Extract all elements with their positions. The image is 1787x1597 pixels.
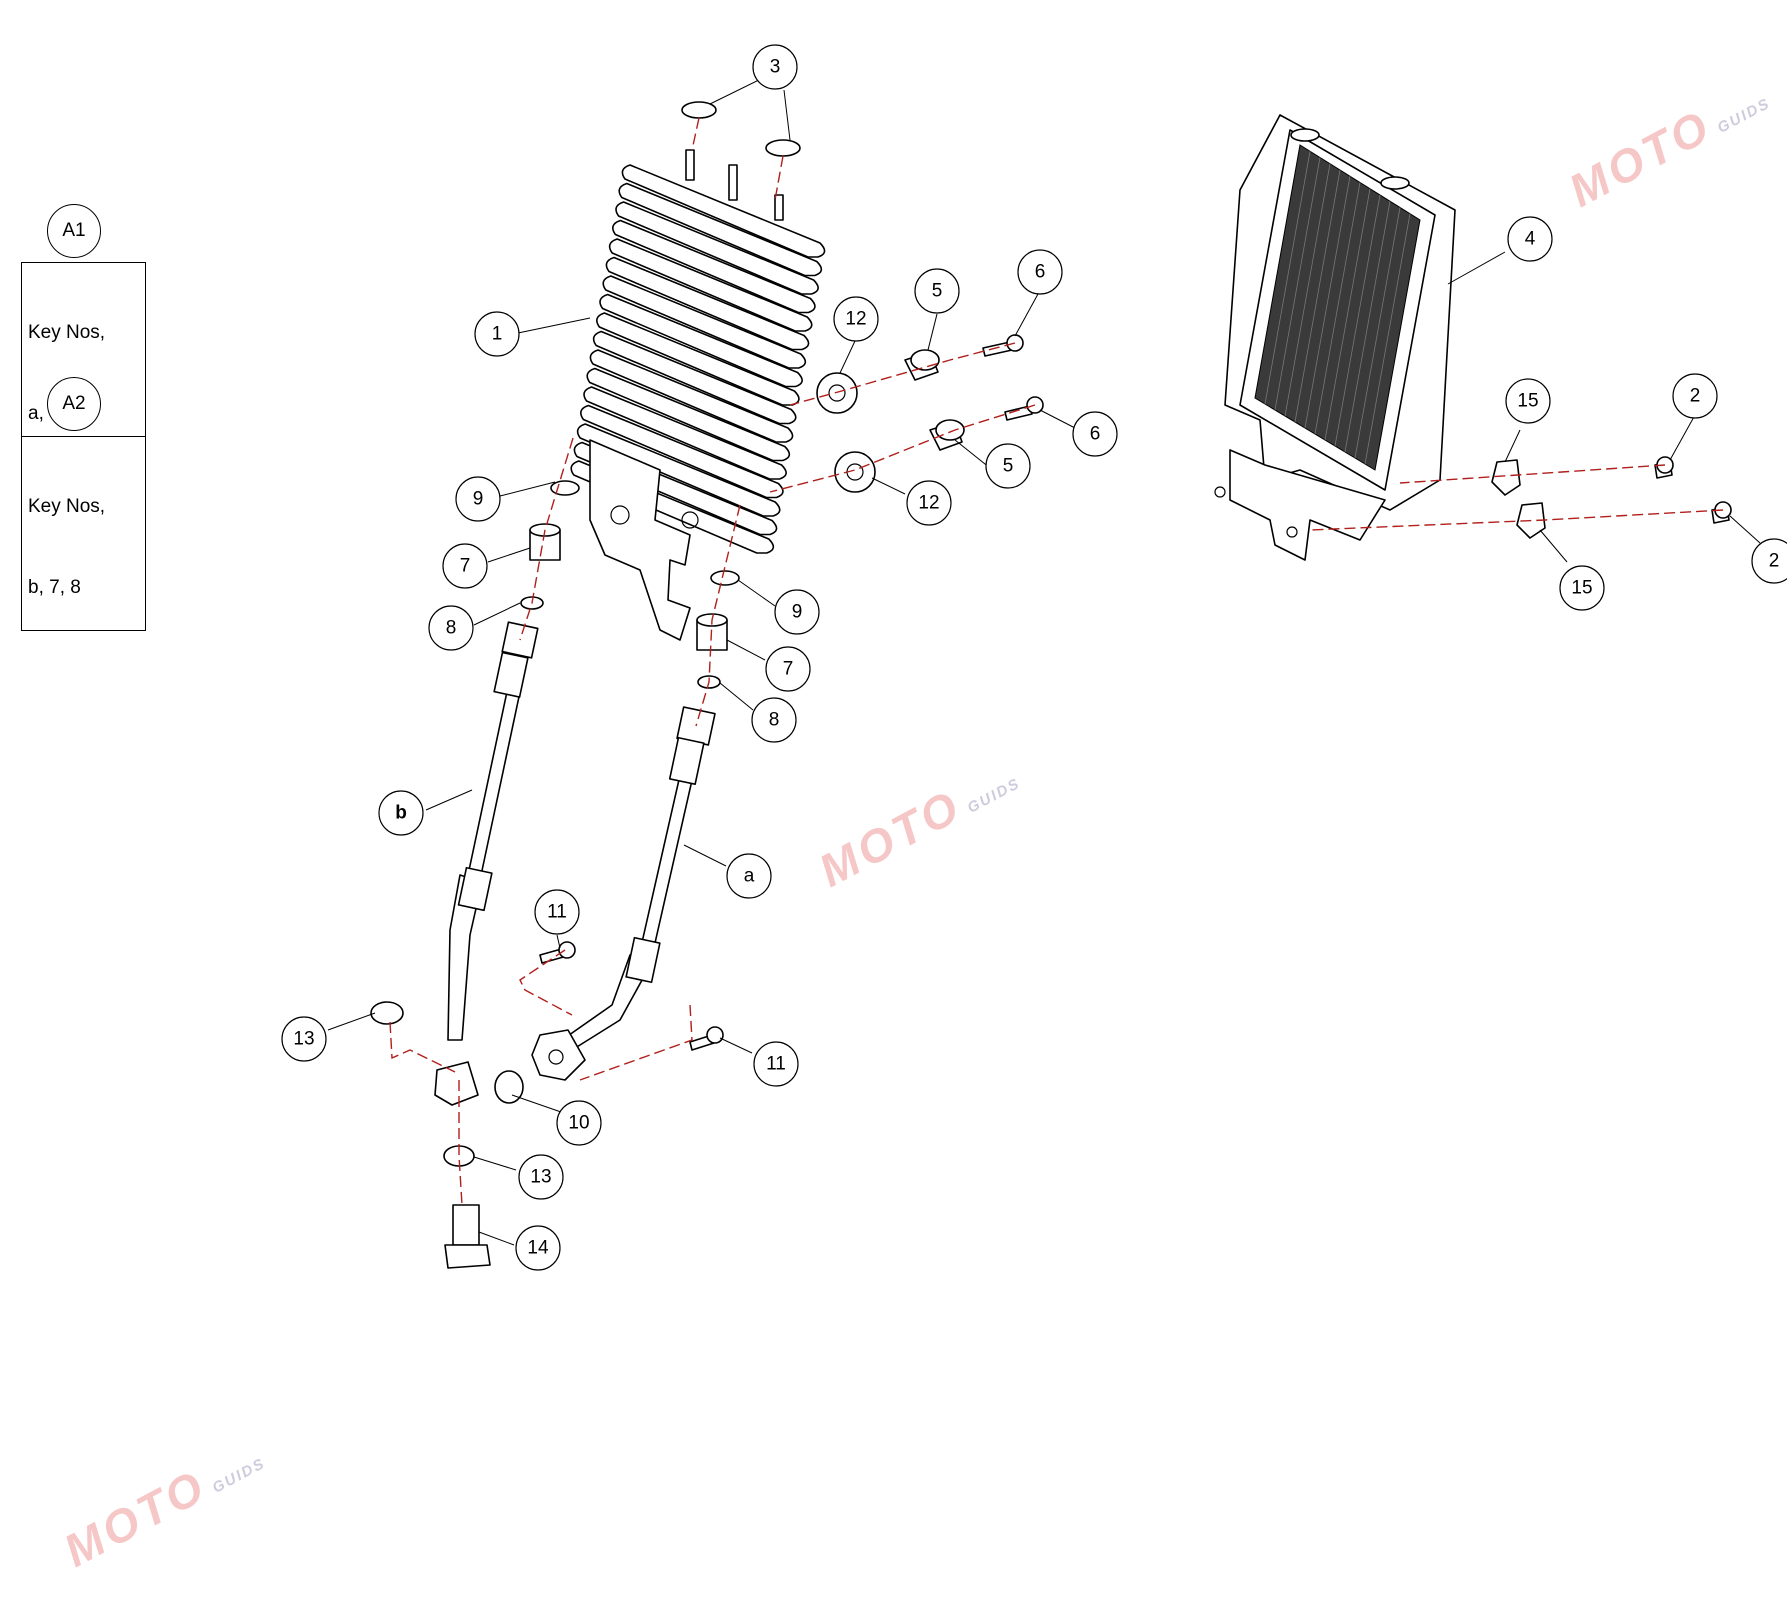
- cooler-fin: [605, 256, 810, 351]
- callout-6-bottom: 6: [1072, 411, 1118, 457]
- key-box-a2-line2: b, 7, 8: [28, 577, 81, 598]
- callout-5-top-label: 5: [932, 281, 943, 302]
- cooler-fin: [608, 238, 813, 332]
- oil-cooler: [570, 149, 826, 641]
- callout-15-top-label: 15: [1517, 391, 1538, 412]
- callout-6-top: 6: [1017, 249, 1063, 295]
- assembly-label-a1: A1: [47, 204, 101, 258]
- callout-13-left-label: 13: [293, 1029, 314, 1050]
- callout-9-left: 9: [455, 476, 501, 522]
- callout-7-left: 7: [442, 543, 488, 589]
- callout-14: 14: [515, 1225, 561, 1271]
- radiator-core-line: [1264, 151, 1311, 405]
- cooler-fin: [615, 201, 819, 295]
- callout-13-bottom: 13: [518, 1154, 564, 1200]
- callout-9-left-label: 9: [473, 489, 484, 510]
- key-box-a2-line1: Key Nos,: [28, 496, 106, 517]
- callout-15-top: 15: [1505, 378, 1551, 424]
- callout-7-left-label: 7: [460, 556, 471, 577]
- radiator-core-line: [1314, 182, 1361, 435]
- callout-11-top: 11: [534, 889, 580, 935]
- callouts: 1 3 4 5 5 6 6 12 12 9 9 7 7 8 8 b a 11 1…: [281, 44, 1787, 1271]
- callout-9-right-label: 9: [792, 602, 803, 623]
- leader-lines: [327, 75, 1761, 1246]
- cooler-fin: [612, 219, 816, 314]
- callout-13-left: 13: [281, 1016, 327, 1062]
- callout-3: 3: [752, 44, 798, 90]
- radiator-core-line: [1334, 194, 1381, 447]
- callout-9-right: 9: [774, 589, 820, 635]
- cooler-fin: [576, 423, 781, 517]
- radiator-core-line: [1364, 213, 1411, 465]
- callout-a-label: a: [744, 866, 755, 887]
- radiator-core-line: [1304, 176, 1351, 429]
- radiator-core-line: [1294, 169, 1341, 423]
- callout-1: 1: [474, 311, 520, 357]
- callout-8-right-label: 8: [769, 710, 780, 731]
- callout-4-label: 4: [1525, 229, 1536, 250]
- callout-5-bottom: 5: [985, 443, 1031, 489]
- callout-4: 4: [1507, 216, 1553, 262]
- cooler-fin: [589, 349, 794, 443]
- callout-b-label: b: [395, 803, 407, 824]
- cooler-fin: [599, 293, 803, 388]
- assembly-label-a2: A2: [47, 377, 101, 431]
- cooler-fin: [596, 312, 800, 406]
- callout-11-top-label: 11: [547, 902, 567, 923]
- callout-13-bottom-label: 13: [530, 1167, 551, 1188]
- callout-8-right: 8: [751, 697, 797, 743]
- radiator-core-line: [1284, 163, 1331, 417]
- callout-7-right-label: 7: [783, 659, 794, 680]
- callout-b: b: [378, 790, 424, 836]
- callout-8-left-label: 8: [446, 618, 457, 639]
- callout-15-bottom-label: 15: [1571, 578, 1592, 599]
- hose-b: [434, 621, 539, 1106]
- callout-10-label: 10: [568, 1113, 589, 1134]
- callout-5-bottom-label: 5: [1003, 456, 1014, 477]
- callout-1-label: 1: [492, 324, 503, 345]
- callout-11-bottom: 11: [753, 1041, 799, 1087]
- callout-2-top-label: 2: [1690, 386, 1701, 407]
- cooler-fin: [621, 164, 826, 258]
- hose-a: [531, 706, 716, 1081]
- radiator-core-line: [1344, 201, 1391, 453]
- radiator-core-line: [1324, 188, 1371, 441]
- callout-12-bottom: 12: [906, 480, 952, 526]
- callout-12-bottom-label: 12: [918, 493, 939, 514]
- cooler-fin: [602, 275, 807, 369]
- callout-6-bottom-label: 6: [1090, 424, 1101, 445]
- callout-a: a: [726, 853, 772, 899]
- callout-2-bottom-label: 2: [1769, 551, 1780, 572]
- key-box-a1-line1: Key Nos,: [28, 322, 106, 343]
- callout-12-top: 12: [833, 296, 879, 342]
- callout-7-right: 7: [765, 646, 811, 692]
- radiator: [1214, 114, 1456, 561]
- small-parts: [370, 101, 1732, 1269]
- callout-3-label: 3: [770, 57, 781, 78]
- cooler-fin: [586, 367, 791, 462]
- callout-5-top: 5: [914, 268, 960, 314]
- callout-6-top-label: 6: [1035, 262, 1046, 283]
- radiator-core-line: [1274, 157, 1321, 411]
- cooler-fin: [583, 386, 787, 480]
- key-box-a2: Key Nos, b, 7, 8: [21, 436, 146, 631]
- callout-12-top-label: 12: [845, 309, 866, 330]
- cooler-fin: [618, 182, 823, 277]
- cooler-fin: [592, 330, 797, 425]
- cooler-fin: [580, 404, 784, 499]
- centerlines: [389, 117, 1724, 1206]
- callout-14-label: 14: [527, 1238, 549, 1259]
- callout-2-top: 2: [1672, 373, 1718, 419]
- radiator-core-line: [1354, 207, 1401, 459]
- callout-15-bottom: 15: [1559, 565, 1605, 611]
- callout-2-bottom: 2: [1751, 538, 1787, 584]
- callout-11-bottom-label: 11: [766, 1054, 786, 1075]
- callout-8-left: 8: [428, 605, 474, 651]
- callout-10: 10: [556, 1100, 602, 1146]
